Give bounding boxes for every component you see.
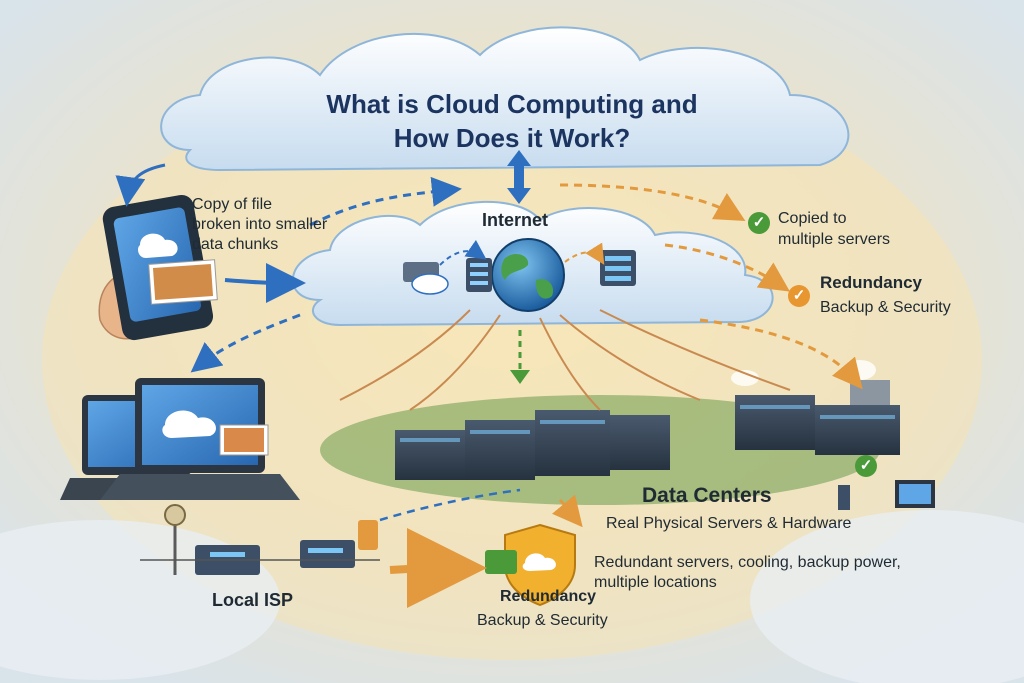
redundancy-top-title: Redundancy (820, 273, 923, 292)
isp-equipment (140, 504, 380, 575)
network-device-icon (403, 250, 636, 295)
data-centers-sub: Real Physical Servers & Hardware (606, 515, 852, 532)
copy-line-2: broken into smaller (192, 216, 328, 233)
data-center-buildings (320, 360, 935, 510)
server-icon (466, 258, 492, 292)
smartphone-icon (98, 194, 218, 341)
shield-cloud-icon (485, 523, 576, 607)
redundancy-top-sub: Backup & Security (820, 299, 951, 316)
copied-line-1: Copied to (778, 210, 847, 227)
redundant-line-1: Redundant servers, cooling, backup power… (594, 554, 901, 571)
globe-icon (491, 238, 565, 312)
updown-arrow (507, 150, 531, 204)
title-line-2: How Does it Work? (393, 123, 631, 153)
title-cloud (160, 26, 850, 172)
internet-label: Internet (482, 210, 549, 230)
flow-arrows (115, 163, 863, 609)
title-line-1: What is Cloud Computing and (326, 89, 698, 119)
copied-line-2: multiple servers (778, 231, 891, 248)
check-icon: ✓ (748, 212, 770, 234)
check-icon: ✓ (855, 455, 877, 477)
redundancy-bottom-title: Redundancy (500, 588, 597, 605)
copy-line-3: data chunks (192, 236, 279, 253)
data-centers-title: Data Centers (642, 484, 772, 507)
redundant-line-2: multiple locations (594, 574, 717, 591)
redundancy-bottom-sub: Backup & Security (477, 612, 608, 629)
copy-line-1: Copy of file (192, 196, 273, 213)
laptop-icon (60, 378, 300, 500)
local-isp-label: Local ISP (212, 590, 294, 610)
check-icon: ✓ (788, 285, 810, 307)
